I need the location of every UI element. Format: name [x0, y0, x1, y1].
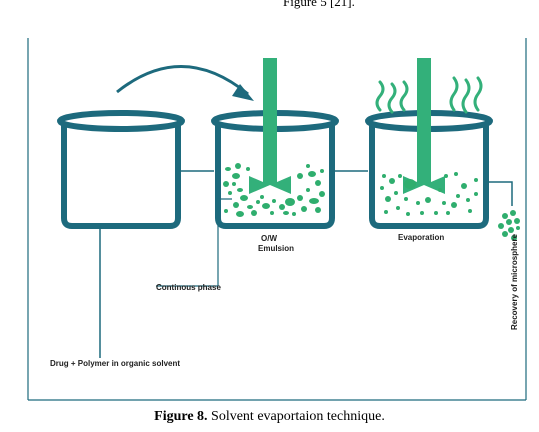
- emulsion-droplet: [256, 200, 260, 204]
- emulsion-droplet: [306, 188, 310, 192]
- emulsion-droplet: [240, 195, 248, 201]
- emulsion-droplet: [228, 191, 232, 195]
- evaporation-droplet: [461, 183, 467, 189]
- emulsion-droplet: [279, 204, 285, 210]
- evaporation-droplet: [382, 174, 386, 178]
- emulsion-droplet: [283, 211, 289, 215]
- emulsion-droplet: [301, 206, 307, 212]
- header-fragment: Figure 5 [21].: [283, 0, 355, 9]
- evaporation-droplet: [442, 201, 446, 205]
- microsphere: [508, 227, 514, 233]
- microsphere: [516, 226, 520, 230]
- evaporation-droplet: [420, 211, 424, 215]
- evaporation-droplet: [451, 202, 457, 208]
- emulsion-droplet: [232, 182, 236, 186]
- vapour-waves: [375, 76, 483, 114]
- emulsion-droplet: [237, 188, 243, 192]
- continuous-phase-label: Continous phase: [156, 283, 221, 292]
- emulsion-droplet: [272, 199, 276, 203]
- emulsion-droplet: [315, 180, 321, 186]
- figure-caption: Figure 8. Solvent evaportaion technique.: [0, 409, 539, 425]
- stirrer-shaft-2: [417, 58, 431, 185]
- caption-figure-label: Figure 8.: [154, 409, 208, 424]
- transfer-arrowhead: [232, 84, 254, 101]
- emulsion-droplet: [247, 205, 253, 209]
- microsphere: [506, 219, 512, 225]
- evaporation-droplet: [396, 206, 400, 210]
- stirrer-shaft-1: [263, 58, 277, 185]
- emulsion-droplet: [224, 209, 228, 213]
- evaporation-droplet: [384, 210, 388, 214]
- evaporation-droplet: [385, 196, 391, 202]
- evaporation-droplet: [438, 188, 442, 192]
- evaporation-droplet: [380, 186, 384, 190]
- recovery-pipe: [486, 181, 513, 206]
- evaporation-droplet: [434, 211, 438, 215]
- microsphere: [502, 231, 508, 237]
- evaporation-droplets: [380, 172, 478, 216]
- emulsion-droplet: [251, 210, 257, 216]
- evaporation-droplet: [444, 174, 448, 178]
- microsphere: [510, 210, 516, 216]
- emulsion-droplet: [285, 198, 295, 206]
- evaporation-droplet: [389, 178, 395, 184]
- emulsion-label-line2: Emulsion: [258, 244, 294, 253]
- emulsion-droplet: [315, 207, 321, 213]
- recovered-microspheres: [498, 210, 520, 241]
- recovery-label: Recovery of microsphere: [510, 233, 519, 330]
- evaporation-droplet: [416, 201, 420, 205]
- evaporation-droplet: [466, 198, 470, 202]
- transfer-arrow: [116, 65, 249, 96]
- beaker-organic-solvent: [57, 110, 185, 229]
- caption-text: Solvent evaportaion technique.: [207, 409, 385, 424]
- emulsion-droplet: [236, 211, 244, 217]
- emulsion-droplet: [260, 195, 264, 199]
- evaporation-droplet: [404, 179, 416, 189]
- emulsion-label-line1: O/W: [261, 234, 277, 243]
- stirrer-blade-left-1: [249, 176, 270, 194]
- emulsion-droplet: [292, 212, 296, 216]
- evaporation-droplet: [446, 211, 450, 215]
- evaporation-droplet: [394, 191, 398, 195]
- emulsion-droplet: [297, 195, 303, 201]
- emulsion-droplet: [225, 167, 231, 171]
- continuous-phase-leader: [156, 198, 232, 287]
- emulsion-droplet: [246, 167, 250, 171]
- microsphere: [511, 235, 517, 241]
- evaporation-droplet: [468, 209, 472, 213]
- emulsion-droplet: [297, 173, 303, 179]
- evaporation-droplet: [425, 197, 431, 203]
- emulsion-droplet: [319, 191, 325, 197]
- microsphere: [498, 223, 504, 229]
- stirrer-blade-right-1: [270, 176, 291, 194]
- emulsion-droplets: [223, 163, 325, 217]
- evaporation-droplet: [474, 192, 478, 196]
- evaporation-droplet: [456, 194, 460, 198]
- evaporation-droplet: [454, 172, 458, 176]
- emulsion-droplet: [320, 169, 324, 173]
- emulsion-droplet: [233, 202, 239, 208]
- emulsion-droplet: [232, 173, 240, 179]
- emulsion-droplet: [270, 211, 274, 215]
- evaporation-droplet: [406, 212, 410, 216]
- emulsion-droplet: [223, 181, 229, 187]
- evaporation-droplet: [398, 174, 402, 178]
- evaporation-droplet: [474, 178, 478, 182]
- emulsion-droplet: [262, 203, 270, 209]
- emulsion-droplet: [309, 198, 319, 204]
- emulsion-droplet: [235, 163, 241, 169]
- evaporation-droplet: [404, 197, 408, 201]
- microsphere: [514, 218, 520, 224]
- emulsion-droplet: [308, 171, 316, 177]
- microsphere: [502, 213, 508, 219]
- evaporation-label: Evaporation: [398, 233, 444, 242]
- emulsion-droplet: [306, 164, 310, 168]
- drug-polymer-label: Drug + Polymer in organic solvent: [50, 359, 180, 368]
